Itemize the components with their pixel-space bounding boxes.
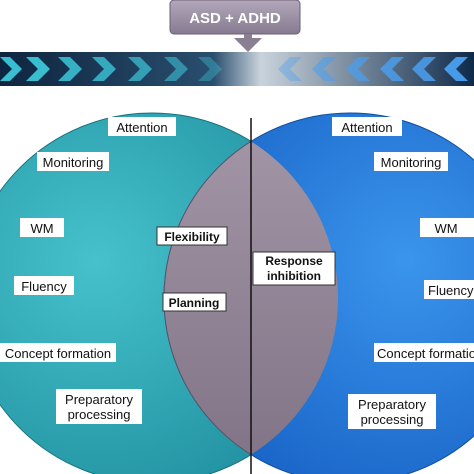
left-label-monitoring: Monitoring [37,152,109,171]
left-label-concept-formation: Concept formation [0,343,116,362]
right-label-preparatory-processing: Preparatory processing [348,394,436,429]
response-line1: Response [265,254,323,268]
left-label-fluency: Fluency [14,276,74,295]
svg-text:Monitoring: Monitoring [43,155,104,170]
right-label-attention: Attention [332,117,402,136]
overlap-label-flexibility: Flexibility [156,226,228,246]
right-prep-line1: Preparatory [358,397,426,412]
svg-text:Flexibility: Flexibility [164,230,220,244]
chevron-band [0,52,474,86]
right-chevrons [278,57,468,81]
right-label-monitoring: Monitoring [374,152,448,171]
svg-text:WM: WM [30,221,53,236]
left-label-wm: WM [20,218,64,237]
svg-text:Fluency: Fluency [21,279,67,294]
overlap-label-planning: Planning [162,292,227,312]
right-label-wm: WM [420,218,474,237]
svg-text:Fluency: Fluency [428,283,474,298]
left-chevrons [0,57,222,81]
svg-text:Attention: Attention [341,120,392,135]
right-prep-line2: processing [361,412,424,427]
svg-text:Monitoring: Monitoring [381,155,442,170]
svg-text:Concept formation: Concept formation [5,346,111,361]
header-title: ASD + ADHD [189,10,281,27]
right-label-concept-formation: Concept formatio [374,343,474,362]
svg-text:WM: WM [434,221,457,236]
header-box: ASD + ADHD [169,0,301,35]
overlap-label-response-inhibition: Response inhibition [252,251,336,286]
svg-text:Attention: Attention [116,120,167,135]
left-prep-line1: Preparatory [65,392,133,407]
svg-text:Planning: Planning [169,296,220,310]
right-label-fluency: Fluency [424,280,474,299]
response-line2: inhibition [267,269,321,283]
left-label-attention: Attention [108,117,176,136]
svg-text:Concept formatio: Concept formatio [377,346,474,361]
left-label-preparatory-processing: Preparatory processing [56,389,142,424]
header-arrow [234,34,262,52]
left-prep-line2: processing [68,407,131,422]
